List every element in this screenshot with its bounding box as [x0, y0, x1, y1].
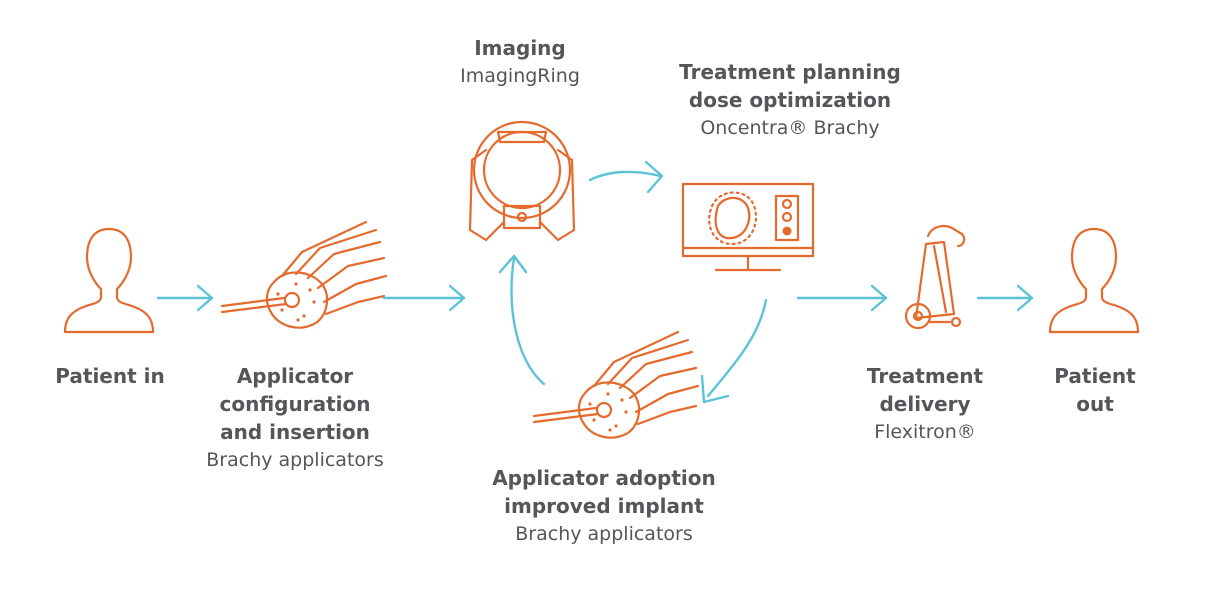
step-title: and insertion — [220, 420, 370, 444]
imaging-ring-icon — [468, 120, 576, 242]
step-applicator-configuration: Applicator configuration and insertion B… — [190, 362, 400, 474]
step-subtitle: Brachy applicators — [515, 523, 693, 545]
step-title: Applicator adoption — [492, 466, 716, 490]
step-title: improved implant — [504, 494, 704, 518]
step-title: Treatment — [866, 364, 984, 388]
step-title: out — [1076, 392, 1114, 416]
step-subtitle: Brachy applicators — [206, 449, 384, 471]
step-treatment-delivery: Treatment delivery Flexitron® — [850, 362, 1000, 446]
step-subtitle: ImagingRing — [460, 65, 580, 87]
applicator-icon — [220, 220, 388, 329]
person-icon — [1048, 227, 1140, 334]
flow-arrows — [156, 160, 1034, 404]
step-patient-out: Patient out — [1040, 362, 1150, 418]
step-title: Patient — [1054, 364, 1136, 388]
afterloader-icon — [904, 225, 966, 330]
applicator-icon — [532, 330, 700, 439]
step-patient-in: Patient in — [40, 362, 180, 390]
step-title: Applicator — [236, 364, 354, 388]
step-imaging: Imaging ImagingRing — [440, 34, 600, 90]
step-applicator-adoption: Applicator adoption improved implant Bra… — [474, 464, 734, 548]
step-subtitle: Oncentra® Brachy — [700, 117, 880, 139]
step-title: dose optimization — [688, 88, 892, 112]
step-title: Imaging — [474, 36, 566, 60]
step-title: delivery — [879, 392, 971, 416]
step-subtitle: Flexitron® — [874, 421, 976, 443]
step-title: configuration — [219, 392, 371, 416]
monitor-icon — [681, 182, 815, 272]
person-icon — [63, 227, 155, 334]
step-title: Patient in — [55, 364, 165, 388]
step-title: Treatment planning — [679, 60, 901, 84]
step-treatment-planning: Treatment planning dose optimization Onc… — [660, 58, 920, 142]
